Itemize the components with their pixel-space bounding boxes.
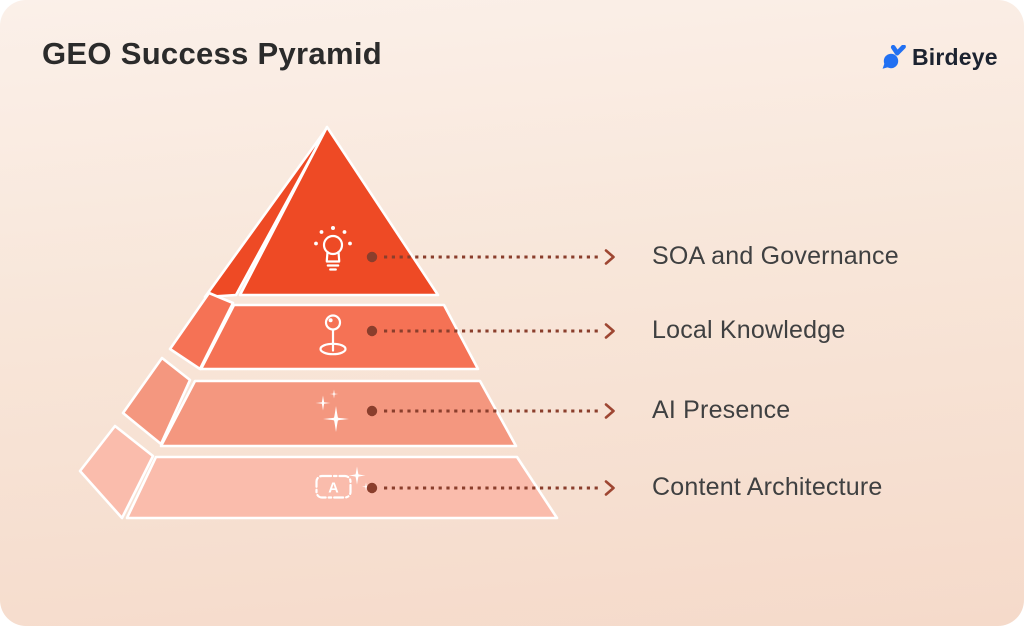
- connector-content-architecture: [366, 480, 615, 496]
- connector-soa-governance: [366, 249, 615, 265]
- arrowhead-icon: [604, 323, 615, 339]
- pyramid-tier-4: A: [78, 424, 559, 520]
- arrowhead-icon: [604, 403, 615, 419]
- level-label-local-knowledge: Local Knowledge: [652, 316, 846, 344]
- arrowhead-icon: [604, 249, 615, 265]
- location-pin-icon: [319, 314, 347, 356]
- ai-text-box-letter: A: [328, 481, 339, 497]
- connector-ai-presence: [366, 403, 615, 419]
- ai-text-box-icon: A: [315, 466, 370, 499]
- connector-local-knowledge: [366, 323, 615, 339]
- level-label-ai-presence: AI Presence: [652, 396, 791, 424]
- arrowhead-icon: [604, 480, 615, 496]
- lightbulb-icon: [314, 226, 352, 271]
- bird-icon: [882, 44, 906, 69]
- level-label-soa-governance: SOA and Governance: [652, 242, 899, 270]
- pyramid-tier-1: [203, 125, 440, 299]
- pyramid-tier-3: [121, 356, 518, 448]
- sparkles-icon: [315, 389, 349, 432]
- brand-name: Birdeye: [912, 44, 998, 70]
- pyramid-tier-2: [168, 291, 480, 371]
- brand-logo: Birdeye: [880, 44, 998, 71]
- level-label-content-architecture: Content Architecture: [652, 473, 883, 501]
- page-title: GEO Success Pyramid: [42, 36, 382, 71]
